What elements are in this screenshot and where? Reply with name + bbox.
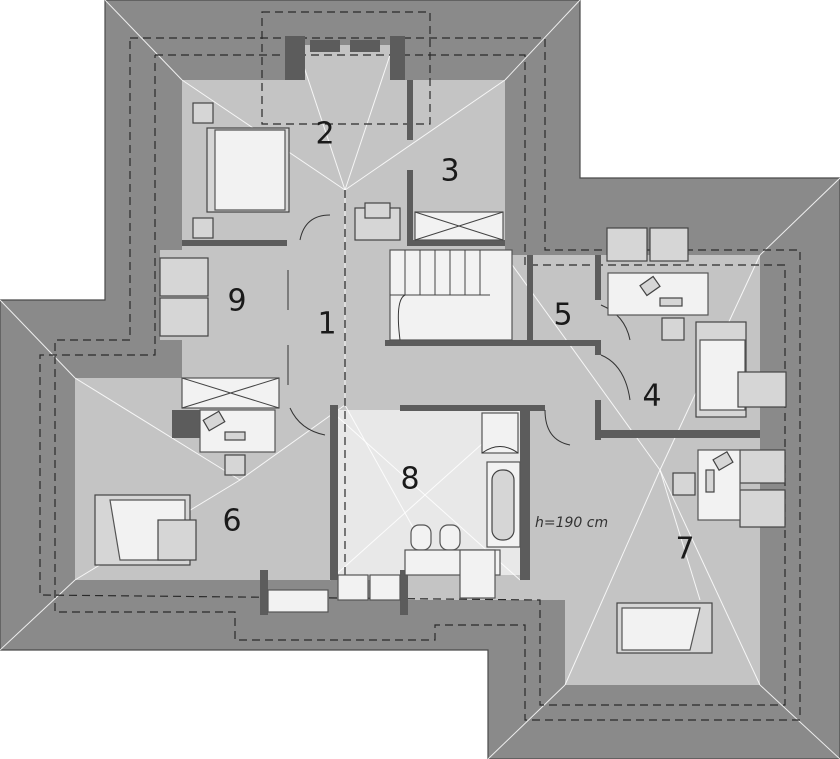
ceiling-height-note: h=190 cm <box>535 515 608 531</box>
room-label-1: 1 <box>317 307 336 342</box>
room-label-6: 6 <box>222 504 241 539</box>
bedroom-2-furniture <box>192 102 401 241</box>
room-label-7: 7 <box>675 532 694 567</box>
wardrobe-9 <box>159 257 289 409</box>
room-6-furniture <box>94 407 326 566</box>
dashed-outline <box>39 11 801 721</box>
room-label-2: 2 <box>315 117 334 152</box>
room-label-3: 3 <box>440 154 459 189</box>
bathroom-fixtures <box>267 409 571 613</box>
room-label-8: 8 <box>400 462 419 497</box>
room-5-door <box>600 304 631 401</box>
wardrobe-3 <box>414 211 504 241</box>
room-label-5: 5 <box>553 298 572 333</box>
staircase <box>389 249 513 341</box>
walls <box>172 36 760 615</box>
room-label-4: 4 <box>642 379 661 414</box>
room-4-furniture <box>606 227 787 418</box>
room-7-furniture <box>616 449 786 654</box>
room-label-9: 9 <box>227 284 246 319</box>
